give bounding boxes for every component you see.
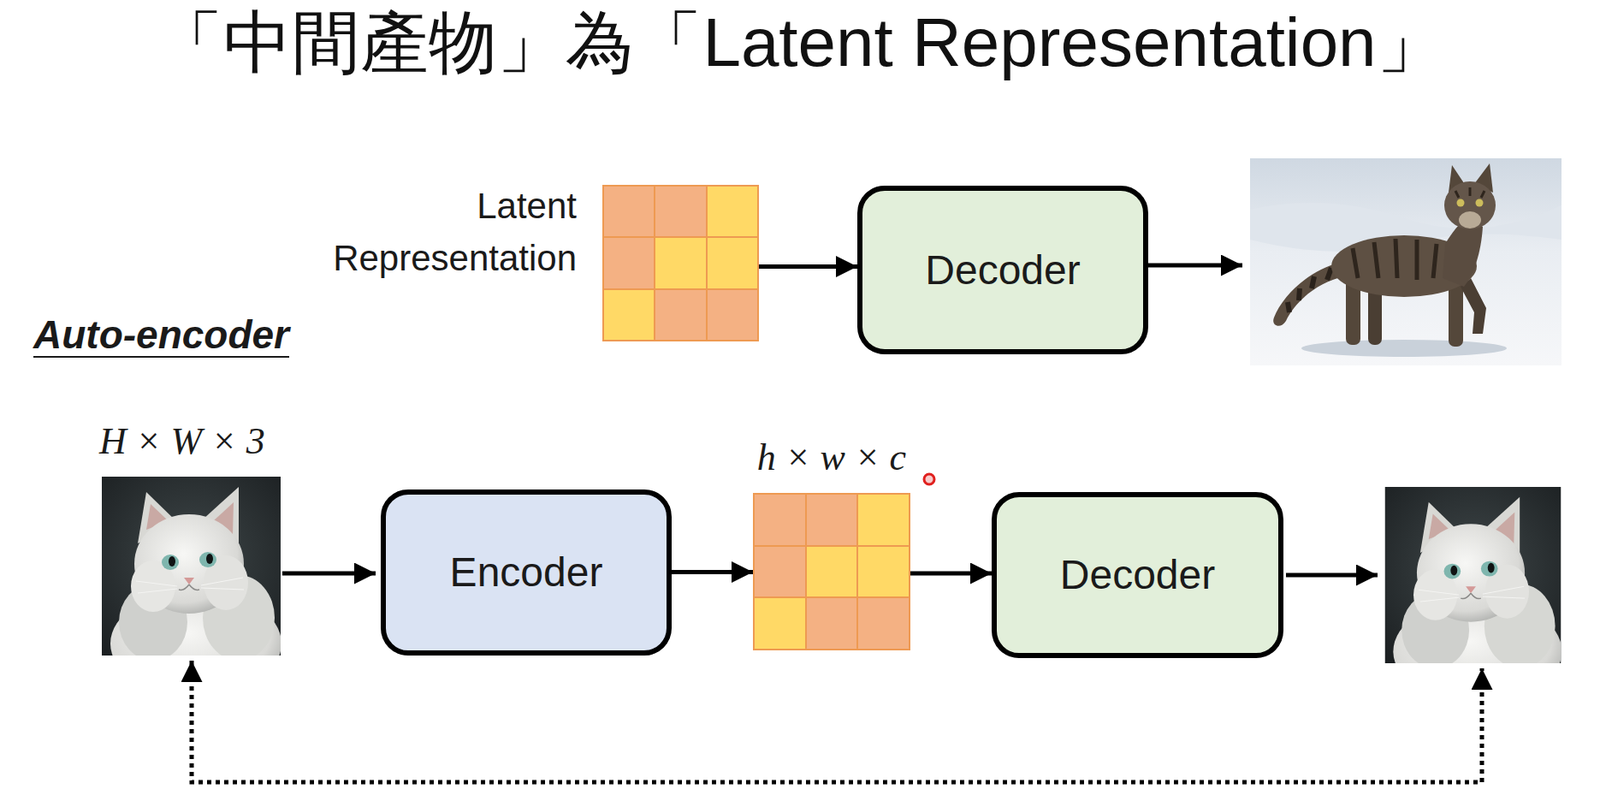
cat-photo-output [1385,486,1563,704]
section-label: Auto-encoder [33,311,290,359]
laser-pointer [924,474,935,485]
process-box: Encoder [380,489,672,656]
cat-head [1444,181,1496,230]
snow-ground [1250,158,1562,366]
dimension-label: H × W × 3 [99,419,266,465]
grid-cells [752,492,911,651]
latent-grid: Latent Representation [602,184,759,342]
cat-eye [1457,199,1465,208]
process-box: Decoder [991,491,1284,658]
grid-cell [654,289,706,341]
box-label: Decoder [924,245,1080,296]
grid-cell [706,237,759,289]
grid-cell [654,185,706,238]
grid-cell [753,493,806,546]
grid-cell [857,597,910,650]
arrow-from-image [282,571,376,576]
grid-cell [654,237,706,289]
grid-cell [857,493,910,546]
cat-leg [1460,278,1487,334]
grid-cell [603,185,655,238]
head-stripes [1455,187,1485,198]
flow-arrow [671,569,753,575]
grid-cell [603,237,655,289]
cat-photo-snow [1250,158,1562,366]
grid-cells [602,184,759,342]
flow-arrow [910,571,992,576]
arrow-to-image [1148,263,1243,268]
grid-cell [706,185,759,238]
grid-cell [857,545,910,599]
grid-cell [805,545,859,599]
latent-grid: h × w × c [752,492,911,651]
process-box: Decoder [857,185,1149,355]
grid-cell [706,289,759,341]
box-label: Decoder [1060,550,1215,600]
grid-cell [805,597,859,650]
cat-eye [1475,199,1484,208]
grid-label: Latent Representation [294,180,577,285]
box-label: Encoder [450,547,604,598]
grid-cell [805,493,859,546]
grid-label: h × w × c [757,435,907,481]
arrow-to-image [1285,573,1378,578]
tail-stripes [1287,267,1332,313]
grid-cell [753,545,806,599]
grid-cell [753,597,806,650]
grid-cell [603,289,655,341]
slide-title: 「中間產物」為「Latent Representation」 [154,0,1445,86]
cat-neck [1442,218,1483,287]
reconstruction-loop [191,660,1482,783]
grid-heading-group: Latent Representation [294,180,577,285]
grid-heading-group: h × w × c [757,435,907,481]
cat-shadow [1301,339,1507,357]
flow-arrow [758,264,858,269]
cat-muzzle [1458,211,1482,229]
body-stripes [1352,238,1437,280]
